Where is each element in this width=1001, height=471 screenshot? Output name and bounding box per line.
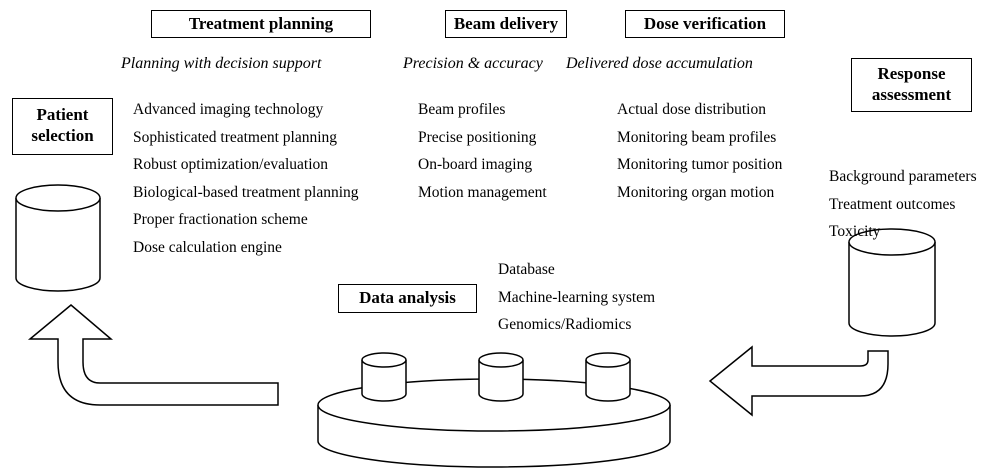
list-item: Beam profiles [418, 101, 506, 118]
list-item: Monitoring organ motion [617, 183, 775, 201]
list-item: Proper fractionation scheme [133, 211, 308, 228]
list-item: Genomics/Radiomics [498, 316, 632, 333]
response-assessment-title: Response assessment [851, 58, 972, 112]
list-item: Monitoring tumor position [617, 156, 783, 173]
small-database-cylinder-2 [478, 352, 524, 402]
list-item: On-board imaging [418, 156, 533, 173]
patient-selection-title: Patient selection [12, 98, 113, 155]
list-item: Background parameters [829, 168, 977, 185]
list-item: Actual dose distribution [617, 101, 766, 118]
list-item: Robust optimization/evaluation [133, 156, 329, 173]
response-database-cylinder [848, 228, 936, 337]
list-item: Motion management [418, 183, 547, 201]
list-item: Toxicity [829, 223, 881, 240]
list-item: Precise positioning [418, 128, 537, 146]
data-analysis-list: Database Machine-learning system Genomic… [498, 260, 655, 343]
patient-selection-line1: Patient [36, 105, 89, 124]
patient-database-cylinder [15, 184, 101, 292]
list-item: Sophisticated treatment planning [133, 128, 338, 146]
list-item: Treatment outcomes [829, 195, 956, 213]
response-assessment-list: Background parameters Treatment outcomes… [829, 167, 977, 250]
small-database-cylinder-1 [361, 352, 407, 402]
beam-delivery-subtitle: Precision & accuracy [403, 55, 543, 72]
return-arrow [27, 304, 279, 406]
data-analysis-platform [317, 378, 671, 468]
dose-verification-title: Dose verification [625, 10, 785, 38]
list-item: Biological-based treatment planning [133, 183, 359, 201]
list-item: Database [498, 261, 555, 278]
patient-selection-line2: selection [31, 126, 94, 145]
incoming-arrow [708, 345, 889, 417]
treatment-planning-subtitle: Planning with decision support [121, 55, 322, 72]
beam-delivery-list: Beam profiles Precise positioning On-boa… [418, 100, 547, 210]
dose-verification-list: Actual dose distribution Monitoring beam… [617, 100, 782, 210]
small-database-cylinder-3 [585, 352, 631, 402]
treatment-planning-list: Advanced imaging technology Sophisticate… [133, 100, 359, 265]
data-analysis-title: Data analysis [338, 284, 477, 313]
list-item: Dose calculation engine [133, 238, 282, 256]
list-item: Machine-learning system [498, 288, 656, 306]
response-assessment-line1: Response [877, 64, 946, 83]
list-item: Advanced imaging technology [133, 101, 324, 118]
treatment-planning-title: Treatment planning [151, 10, 371, 38]
response-assessment-line2: assessment [871, 85, 952, 104]
dose-verification-subtitle: Delivered dose accumulation [566, 55, 753, 72]
beam-delivery-title: Beam delivery [445, 10, 567, 38]
list-item: Monitoring beam profiles [617, 128, 777, 146]
